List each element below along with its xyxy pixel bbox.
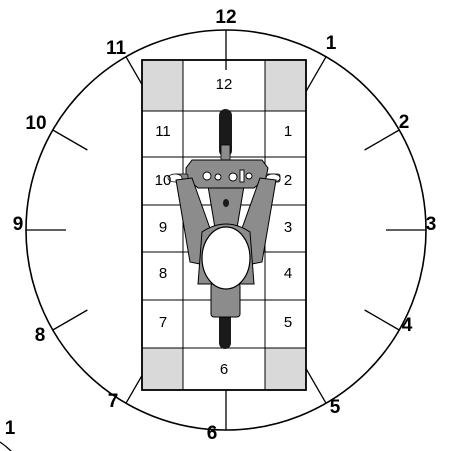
- clock-label-8: 8: [35, 325, 46, 346]
- clock-label-12: 12: [215, 7, 236, 28]
- clock-label-11: 11: [106, 38, 127, 59]
- stray-clock-label: 1: [5, 418, 16, 439]
- clock-label-10: 10: [25, 113, 46, 134]
- clock-label-2: 2: [399, 112, 410, 133]
- grid-label-right-1: 1: [284, 123, 292, 140]
- clock-label-1: 1: [326, 33, 337, 54]
- grid-label-left-7: 7: [159, 314, 167, 331]
- grid-corner-bottom-right: [265, 348, 306, 390]
- grid-label-left-11: 11: [155, 123, 171, 140]
- grid-label-bottom: 6: [220, 361, 228, 378]
- grid-label-left-10: 10: [155, 172, 172, 189]
- clock-label-5: 5: [330, 397, 341, 418]
- clock-label-9: 9: [13, 214, 24, 235]
- rider-helmet: [202, 227, 250, 289]
- grid-label-right-2: 2: [284, 172, 292, 189]
- grid-label-right-4: 4: [284, 265, 292, 282]
- stray-tick: [0, 442, 12, 451]
- grid-corner-top-right: [265, 60, 306, 111]
- grid-label-top: 12: [216, 76, 233, 93]
- grid-corner-top-left: [142, 60, 183, 111]
- clock-label-3: 3: [426, 214, 437, 235]
- grid-label-right-5: 5: [284, 314, 292, 331]
- clock-label-6: 6: [207, 423, 218, 444]
- grid-label-left-9: 9: [159, 219, 167, 236]
- grid-label-right-3: 3: [284, 219, 292, 236]
- clock-label-7: 7: [108, 391, 119, 412]
- clock-label-4: 4: [402, 315, 413, 336]
- grid-label-left-8: 8: [159, 265, 167, 282]
- grid-corner-bottom-left: [142, 348, 183, 390]
- handlebar-triple-clamp: [186, 160, 268, 188]
- gas-cap: [223, 199, 229, 207]
